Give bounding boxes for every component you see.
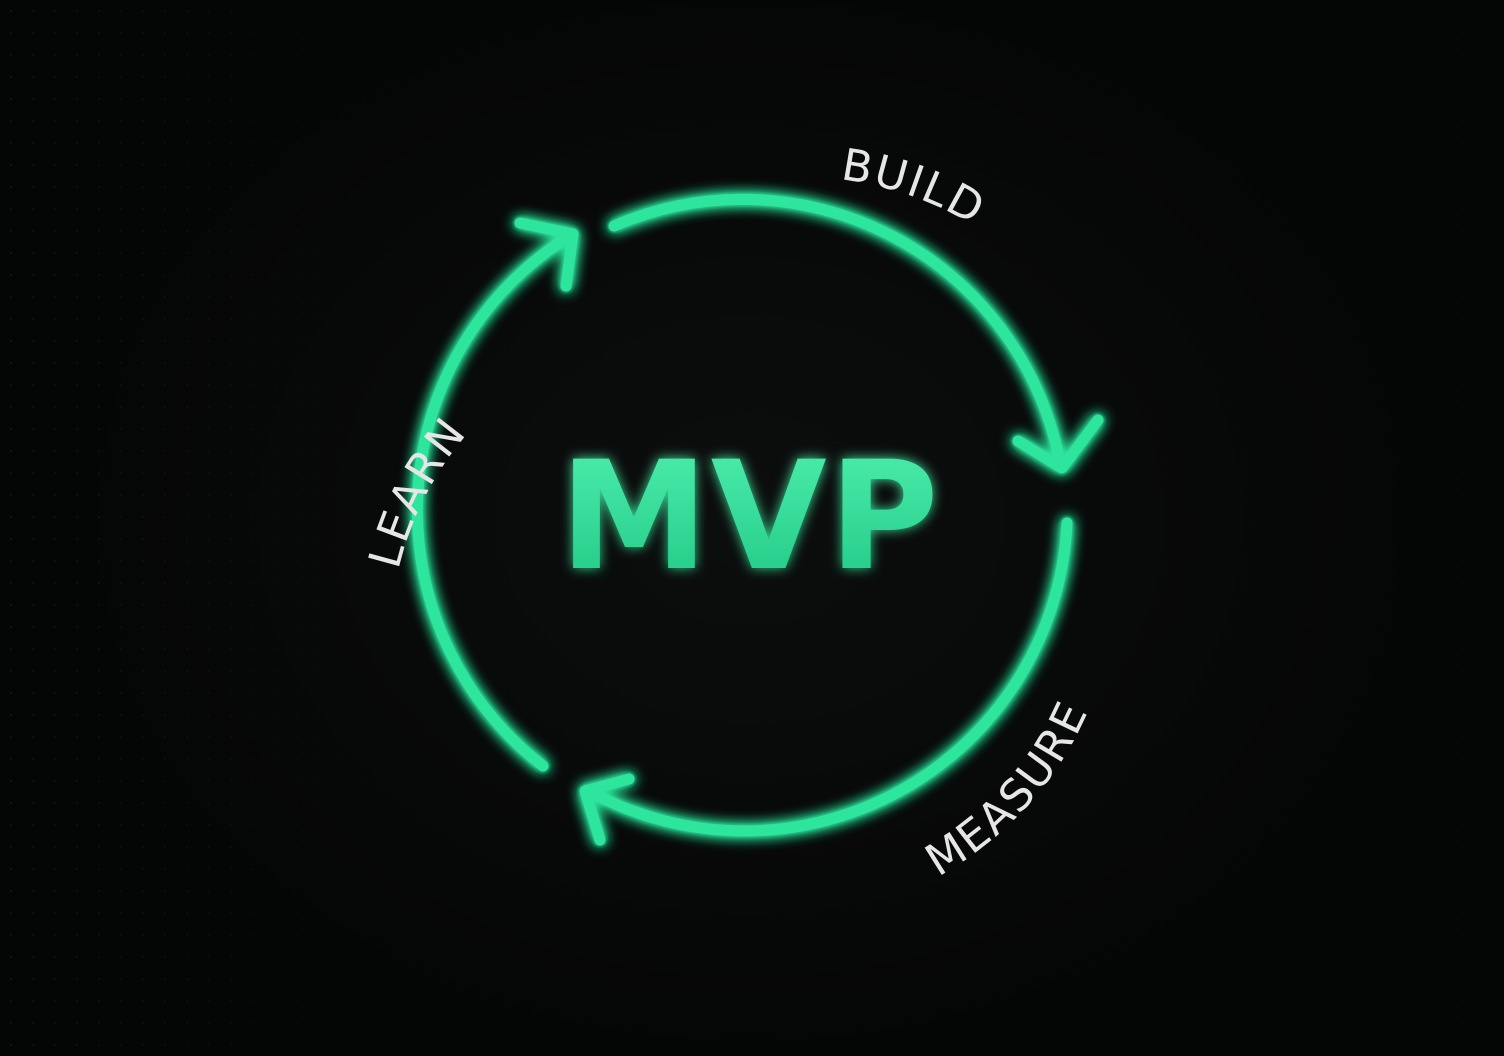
learn-arrowhead-icon <box>514 217 579 292</box>
stage-label-measure-text: MEASURE <box>917 693 1097 886</box>
stage-label-measure: MEASURE <box>917 693 1099 886</box>
measure-arrowhead-icon <box>579 773 635 846</box>
center-label: MVP <box>559 430 940 604</box>
learn-arc <box>411 217 579 772</box>
build-arrowhead-icon <box>1012 414 1104 474</box>
build-arc <box>608 193 1104 474</box>
measure-arc <box>579 517 1073 846</box>
